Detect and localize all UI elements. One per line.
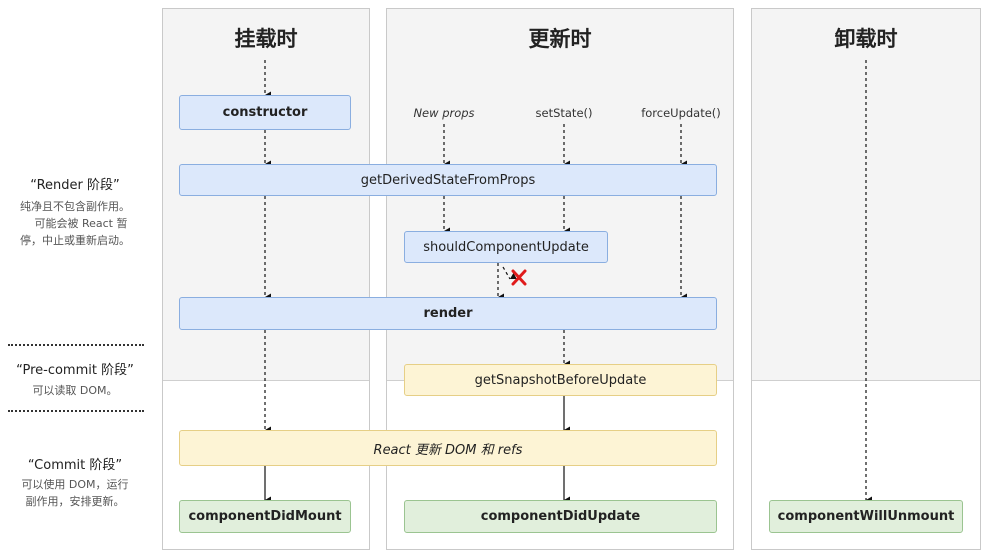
react-updates-dom-box: React 更新 DOM 和 refs xyxy=(179,430,717,466)
mount-column-title: 挂载时 xyxy=(234,27,298,51)
phase-separator xyxy=(8,344,144,346)
render-phase-title: “Render 阶段” xyxy=(30,178,120,193)
component-will-unmount-box: componentWillUnmount xyxy=(769,500,963,533)
commit-phase-desc-2: 副作用，安排更新。 xyxy=(25,495,125,508)
unmount-column-title: 卸载时 xyxy=(834,27,898,51)
constructor-box: constructor xyxy=(179,95,351,130)
render-phase-desc-1: 纯净且不包含副作用。 xyxy=(20,200,130,213)
precommit-phase-title: “Pre-commit 阶段” xyxy=(16,363,134,378)
precommit-phase-desc: 可以读取 DOM。 xyxy=(32,384,118,397)
phase-divider xyxy=(163,380,369,381)
phase-separator xyxy=(8,410,144,412)
commit-phase-desc-1: 可以使用 DOM，运行 xyxy=(21,478,129,491)
should-component-update-box: shouldComponentUpdate xyxy=(404,231,608,263)
commit-phase-title: “Commit 阶段” xyxy=(27,458,123,473)
force-update-trigger: forceUpdate() xyxy=(641,106,721,120)
component-did-update-box: componentDidUpdate xyxy=(404,500,717,533)
cancel-arrow xyxy=(502,266,517,280)
render-phase-desc-2: 可能会被 React 暂 xyxy=(34,217,128,230)
render-phase-desc-3: 停，中止或重新启动。 xyxy=(20,234,130,247)
new-props-trigger: New props xyxy=(413,106,475,120)
cancel-x-icon xyxy=(511,269,527,286)
set-state-trigger: setState() xyxy=(535,106,593,120)
update-column-title: 更新时 xyxy=(528,27,592,51)
component-did-mount-box: componentDidMount xyxy=(179,500,351,533)
render-box: render xyxy=(179,297,717,330)
get-derived-state-from-props-box: getDerivedStateFromProps xyxy=(179,164,717,196)
get-snapshot-before-update-box: getSnapshotBeforeUpdate xyxy=(404,364,717,396)
